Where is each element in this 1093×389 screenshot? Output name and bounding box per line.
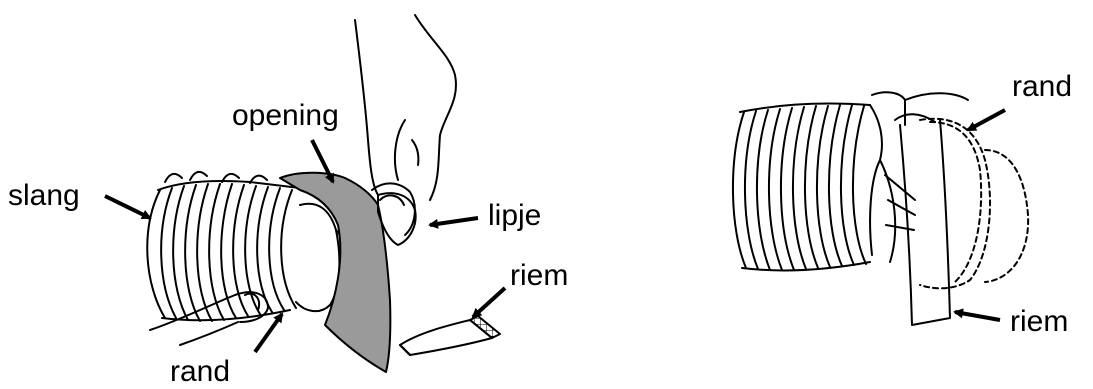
right-hose-drawing (733, 104, 870, 271)
right-illustration (733, 92, 1028, 325)
strap-riem-band (900, 120, 950, 325)
sleeve-flap (280, 173, 390, 372)
arrow-rand-right (968, 110, 1005, 130)
label-rand-left: rand (170, 355, 230, 388)
dashed-rim (920, 119, 990, 288)
arrow-slang (105, 196, 150, 218)
label-opening: opening (232, 99, 339, 132)
label-slang: slang (8, 179, 80, 212)
strap-riem-loose (400, 316, 500, 355)
label-lipje: lipje (488, 199, 541, 232)
label-riem-right: riem (1010, 305, 1068, 338)
arrow-lipje (430, 218, 478, 225)
left-illustration (147, 15, 500, 372)
label-rand-right: rand (1012, 70, 1072, 103)
arrow-riem-right (955, 312, 1000, 320)
arrow-riem-left (473, 288, 505, 317)
label-riem-left: riem (510, 259, 568, 292)
arrow-rand-left (255, 314, 282, 352)
